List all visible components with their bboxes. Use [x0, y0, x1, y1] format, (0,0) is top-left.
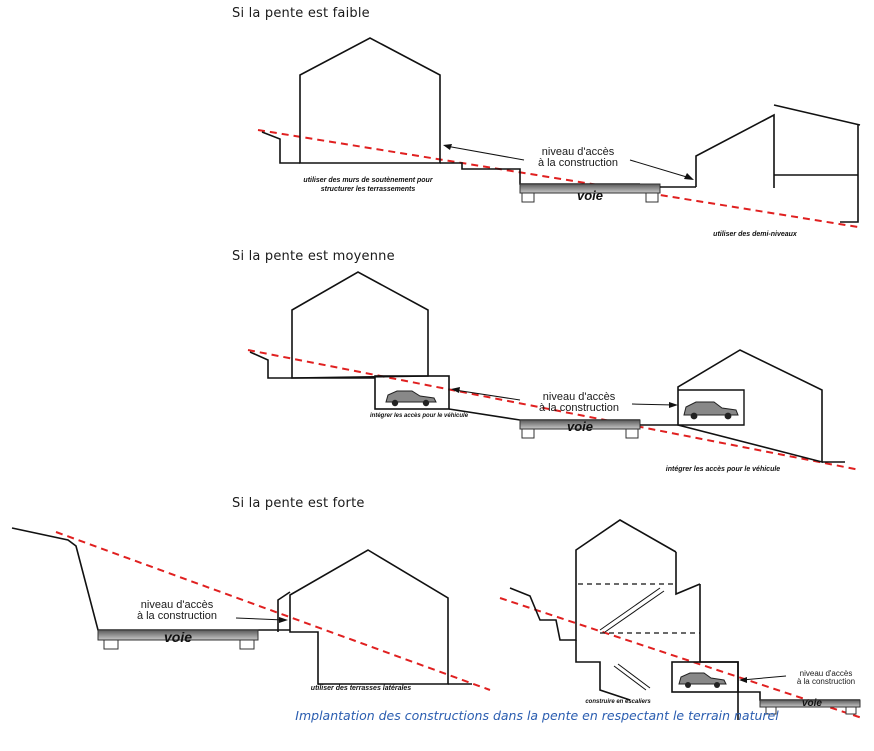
garage-box	[678, 389, 745, 426]
access-level-label: niveau d'accès à la construction	[788, 670, 864, 686]
road-post	[521, 428, 535, 439]
road-post	[521, 192, 535, 203]
natural-slope-line	[55, 531, 491, 691]
access-level-line1: niveau d'accès	[541, 146, 615, 158]
house-faible-right-low	[695, 113, 775, 188]
arrow-head	[669, 402, 678, 408]
arrow-head	[451, 387, 460, 393]
access-level-line2: à la construction	[796, 677, 856, 686]
house-wall	[575, 640, 631, 701]
car-icon	[385, 390, 437, 407]
access-level-line2: à la construction	[136, 610, 218, 622]
road-label: voie	[801, 698, 822, 709]
arrow-line	[741, 675, 787, 681]
road-post	[103, 639, 119, 650]
stair	[599, 587, 661, 631]
annotation-escaliers: construire en escaliers	[585, 699, 651, 705]
access-level-line2: à la construction	[537, 157, 619, 169]
house-wall	[675, 552, 701, 596]
access-level-label: niveau d'accès à la construction	[122, 600, 232, 622]
road-post	[645, 192, 659, 203]
house-moyenne-right	[677, 349, 823, 464]
road-post	[845, 706, 857, 715]
access-level-line1: niveau d'accès	[799, 669, 853, 678]
stair	[617, 663, 651, 689]
access-level-label: niveau d'accès à la construction	[526, 392, 632, 414]
arrow-line	[235, 617, 285, 621]
retaining-wall	[249, 351, 292, 379]
natural-slope-line	[247, 349, 861, 471]
road-post	[625, 428, 639, 439]
car-icon	[678, 672, 727, 688]
house-forte-left	[289, 549, 449, 685]
annotation-acces-vehicule: intégrer les accès pour le véhicule	[665, 466, 781, 473]
road-slab	[97, 629, 259, 641]
annotation-line: utiliser des murs de soutènement pour	[303, 177, 433, 184]
house-faible-right-roof	[773, 104, 861, 126]
road-slab	[759, 699, 861, 708]
stair	[604, 590, 665, 633]
road-post	[239, 639, 255, 650]
road-post	[765, 706, 777, 715]
road-label: voie	[566, 419, 593, 434]
arrow-line	[631, 403, 675, 406]
arrow-line	[454, 389, 521, 401]
heading-pente-moyenne: Si la pente est moyenne	[232, 249, 395, 264]
natural-slope-line	[499, 597, 863, 719]
heading-pente-faible: Si la pente est faible	[232, 6, 370, 21]
house-faible-right-wall	[840, 125, 859, 223]
annotation-terrasses-laterales: utiliser des terrasses latérales	[310, 685, 412, 692]
annotation-acces-vehicule: intégrer les accès pour le véhicule	[370, 413, 469, 419]
section-moyenne	[247, 271, 861, 471]
heading-pente-forte: Si la pente est forte	[232, 496, 365, 511]
stair	[613, 665, 647, 691]
access-level-line1: niveau d'accès	[542, 391, 616, 403]
annotation-line: structurer les terrassements	[320, 186, 416, 193]
arrow-head	[279, 617, 288, 623]
section-faible	[257, 37, 861, 228]
arrow-head	[684, 173, 694, 180]
arrow-head	[443, 144, 452, 150]
house-wall	[699, 584, 739, 720]
access-level-label: niveau d'accès à la construction	[528, 147, 628, 169]
house-forte-right	[509, 519, 677, 641]
annotation-murs-soutenement: utiliser des murs de soutènement pour st…	[280, 176, 456, 194]
figure-caption: Implantation des constructions dans la p…	[295, 708, 779, 723]
retaining-wall	[261, 131, 300, 164]
road-slab	[519, 183, 661, 194]
house-faible-left	[299, 37, 441, 164]
arrow-line	[629, 159, 691, 179]
car-icon	[683, 401, 739, 420]
arrow-line	[445, 145, 525, 161]
garage-box	[671, 661, 739, 693]
road-label: voie	[576, 188, 603, 203]
natural-slope-line	[257, 129, 859, 228]
house-wall	[277, 591, 291, 632]
annotation-demi-niveaux: utiliser des demi-niveaux	[713, 231, 797, 238]
road-label: voie	[163, 629, 192, 645]
section-forte	[11, 519, 863, 720]
garage-box	[374, 375, 450, 410]
access-level-line2: à la construction	[538, 402, 620, 414]
access-level-line1: niveau d'accès	[140, 599, 214, 611]
arrow-head	[739, 677, 747, 683]
